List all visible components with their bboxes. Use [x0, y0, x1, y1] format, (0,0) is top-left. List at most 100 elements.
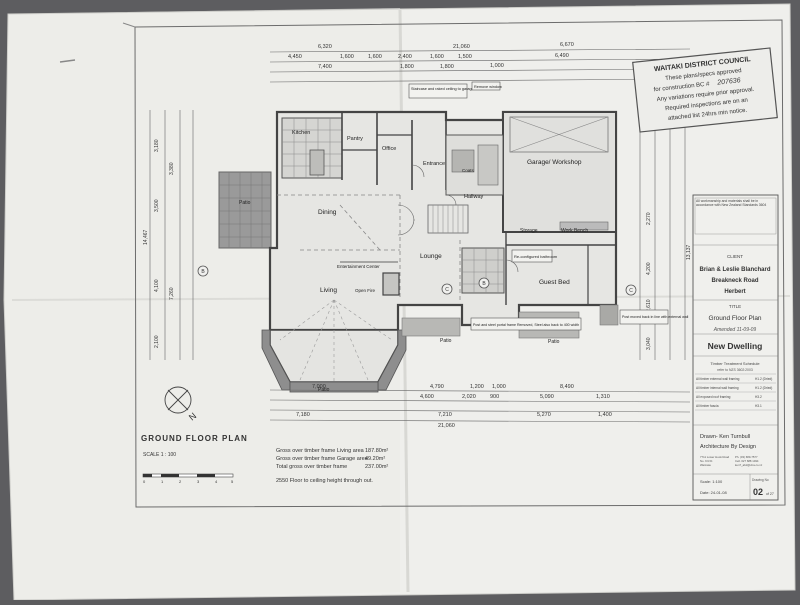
dim-bottom1-2: 1,200 — [470, 384, 484, 390]
title-block: All workmanship and materials shall be i… — [692, 194, 779, 501]
sheet-number: 02 — [753, 487, 763, 497]
scale-tick-5: 5 — [231, 479, 234, 484]
sheet-of: of 27 — [766, 492, 774, 496]
area-total-value: 237.00m² — [365, 464, 388, 470]
plan-title: GROUND FLOOR PLAN — [141, 434, 248, 443]
scale-tick-3: 3 — [197, 479, 200, 484]
dim-top2-2: 1,600 — [368, 54, 382, 60]
timber-row-3-grade: H3.1 — [755, 404, 762, 408]
dim-bottom1-0: 7,000 — [312, 384, 326, 390]
area-garage-label: Gross over timber frame Garage area — [276, 456, 369, 462]
dim-left-3: 3,380 — [169, 162, 175, 175]
room-living: Living — [320, 287, 337, 294]
contact-1: Ph. (03) 689-7577 — [735, 455, 758, 459]
timber-row-3-item: All timber fascia — [696, 404, 719, 408]
date-title-block: Date: 24-01-08 — [700, 490, 727, 495]
dim-top3-0: 7,400 — [318, 64, 332, 70]
contact-5: ken7_abd@xtra.co.nz — [735, 463, 763, 467]
ceiling-note: 2550 Floor to ceiling height through out… — [276, 478, 373, 484]
room-dining: Dining — [318, 209, 337, 216]
room-kitchen: Kitchen — [292, 130, 310, 136]
client-label: CLIENT — [727, 254, 743, 259]
dim-top1-total: 21,060 — [453, 44, 470, 50]
floor-plan — [197, 110, 637, 393]
dim-bottom1-4: 8,490 — [560, 384, 574, 390]
client-address-2: Herbert — [724, 289, 745, 295]
dim-bottom3-3: 1,400 — [598, 412, 612, 418]
drawing-border — [134, 19, 786, 508]
scale-tick-4: 4 — [215, 479, 218, 484]
dim-right-1: 4,200 — [646, 262, 652, 275]
scale-label: SCALE 1 : 100 — [143, 452, 176, 458]
timber-row-0-grade: H1.2 (Dried) — [755, 377, 772, 381]
room-garage: Garage/ Workshop — [527, 159, 582, 166]
contact-2: No. 9 R.D. — [700, 459, 713, 463]
dim-left-2: 4,100 — [154, 279, 160, 292]
dim-bottom2-0: 4,600 — [420, 394, 434, 400]
contact-3: Cell. 027 688 1494 — [735, 459, 759, 463]
timber-row-1-item: All timber internal wall framing — [696, 386, 739, 390]
timber-header: Timber Treatment Schedule — [710, 361, 760, 366]
room-entertainment: Entertainment Center — [337, 264, 380, 269]
grid-c-left: C — [445, 287, 449, 293]
north-arrow: N — [164, 386, 198, 423]
notes-header: All workmanship and materials shall be i… — [696, 199, 767, 208]
note-staircase: Staircase and raked ceiling to garage at… — [411, 87, 494, 91]
room-open-fire: Open Fire — [355, 288, 376, 293]
room-entrance: Entrance — [423, 161, 445, 167]
dim-bottom2-3: 5,090 — [540, 394, 554, 400]
dim-top2-0: 4,450 — [288, 54, 302, 60]
grid-b-mid: B — [482, 281, 486, 287]
stamp-bc-number: 207636 — [716, 77, 741, 87]
north-arrow-icon — [164, 386, 192, 414]
room-work-bench: Work Bench — [561, 228, 588, 234]
note-post-moved: Post moved back in line with external wa… — [622, 315, 689, 319]
drawing-no-label: Drawing No — [752, 478, 769, 482]
room-patio-right: Patio — [548, 339, 560, 345]
drawn-by: Drawn- Ken Turnbull — [700, 434, 750, 440]
dim-right-2: 2,610 — [646, 299, 652, 312]
dim-top2-5: 1,500 — [458, 54, 472, 60]
room-lounge: Lounge — [420, 253, 442, 260]
area-total-label: Total gross over timber frame — [276, 464, 347, 470]
dim-bottom3-1: 7,210 — [438, 412, 452, 418]
dim-left-0: 3,180 — [154, 139, 160, 152]
room-office: Office — [382, 146, 396, 152]
scale-tick-0: 0 — [143, 479, 146, 484]
dim-top2-3: 2,400 — [398, 54, 412, 60]
note-portal-frame: Post and steel portal frame Removed, Ste… — [473, 323, 579, 327]
grid-b-left: B — [201, 269, 205, 275]
dim-right-0: 2,270 — [646, 212, 652, 225]
dim-top2-1: 1,600 — [340, 54, 354, 60]
scale-tick-1: 1 — [161, 479, 164, 484]
room-patio-bottom: Patio — [440, 338, 452, 344]
timber-row-2-grade: H3.2 — [755, 395, 762, 399]
area-living-value: 187.80m² — [365, 448, 388, 454]
dim-bottom3-2: 5,270 — [537, 412, 551, 418]
project-name: New Dwelling — [708, 341, 763, 351]
dim-right-total: 13,137 — [686, 244, 692, 260]
dim-left-4: 7,260 — [169, 287, 175, 300]
room-guest-bed: Guest Bed — [539, 279, 570, 286]
timber-sub: refer to NZS 3602:2003 — [717, 368, 753, 372]
room-pantry: Pantry — [347, 136, 363, 142]
dim-bottom-total: 21,060 — [438, 423, 455, 429]
scale-bar: 0 1 2 3 4 5 — [142, 473, 234, 484]
firm-name: Architecture By Design — [700, 444, 756, 450]
timber-row-1-grade: H1.2 (Dried) — [755, 386, 772, 390]
timber-row-2-item: All exposed roof framing — [696, 395, 731, 399]
grid-c-right: C — [629, 288, 633, 294]
stamp-line-1: for construction BC # — [653, 81, 710, 93]
dim-right-3: 3,040 — [646, 337, 652, 350]
dim-top3-2: 1,800 — [440, 64, 454, 70]
contact-4: Waimate — [700, 463, 711, 467]
dim-top2-4: 1,600 — [430, 54, 444, 60]
dim-left-5: 2,100 — [154, 335, 160, 348]
client-name: Brian & Leslie Blanchard — [699, 267, 770, 273]
client-address-1: Breakneck Road — [711, 278, 758, 284]
title-handwritten: Amended 11-09-09 — [713, 327, 757, 333]
room-patio-left: Patio — [239, 200, 251, 206]
dim-top1-left: 6,320 — [318, 44, 332, 50]
dim-left-total: 14,467 — [143, 229, 149, 245]
